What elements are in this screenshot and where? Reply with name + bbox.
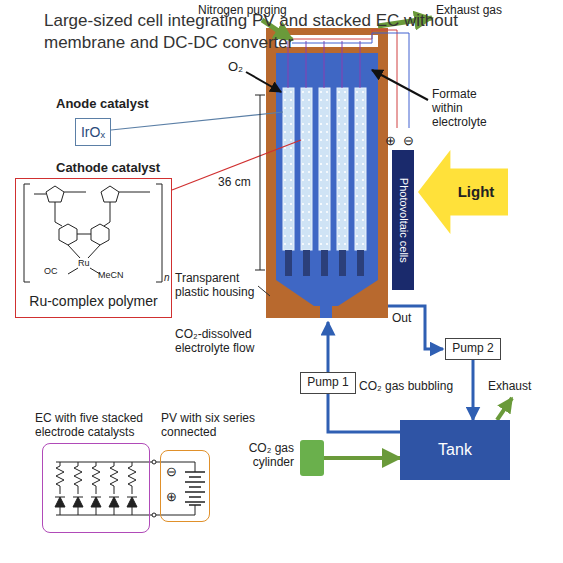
text-label: ⊖: [403, 134, 414, 149]
node-text: Ru-complex polymer: [29, 293, 157, 309]
text-label: ⊕: [385, 134, 396, 149]
text-label: O₂: [228, 60, 243, 75]
text-label: n: [164, 272, 170, 284]
pipes: [328, 306, 443, 372]
electrodes: [283, 88, 366, 276]
text-label: ⊖: [166, 465, 177, 480]
node-text: IrOₓ: [81, 124, 105, 140]
ec-schematic: [55, 460, 195, 517]
gas-arrows: [262, 18, 512, 420]
text-label: OC: [44, 266, 58, 276]
text-label: Formate within electrolyte: [432, 88, 504, 129]
text-label: CO₂-dissolved electrolyte flow: [175, 328, 295, 356]
node-box: EC with five stacked electrode catalysts: [42, 443, 150, 533]
text-label: MeCN: [98, 270, 124, 280]
node-box: Pump 1: [300, 372, 356, 394]
node-text: Photovoltaic cells: [397, 177, 410, 262]
node-text: Anode catalyst: [56, 97, 148, 112]
node-box: Anode catalystIrOₓ: [75, 118, 111, 146]
pipe-connector: [324, 456, 400, 460]
pipe-connector: [472, 360, 475, 420]
node-box: Cathode catalystRu-complex polymer: [15, 178, 172, 318]
node-text: Pump 1: [307, 376, 348, 390]
text-label: Nitrogen purging: [198, 4, 287, 18]
node-box: Pump 2: [445, 338, 501, 360]
node-box: CO₂ gas cylinder: [300, 440, 324, 476]
text-label: Ru: [78, 258, 90, 268]
text-label: Out: [392, 312, 411, 326]
node-box: Photovoltaic cells: [392, 150, 414, 290]
node-text: CO₂ gas cylinder: [228, 442, 294, 470]
node-text: EC with five stacked electrode catalysts: [35, 412, 155, 440]
text-label: Transparent plastic housing: [175, 272, 259, 300]
text-label: Exhaust gas: [436, 4, 502, 18]
text-label: ⊕: [166, 490, 177, 505]
cell-housing: [266, 28, 388, 318]
text-label: 36 cm: [218, 176, 251, 190]
node-text: PV with six series connected: [161, 412, 265, 440]
node-text: Tank: [438, 441, 472, 459]
leader-lines: [111, 112, 301, 296]
battery-symbol: [185, 472, 205, 505]
ru-complex-structure: [24, 184, 162, 282]
edge-label: CO₂ gas bubbling: [358, 380, 454, 394]
text-label: Exhaust: [488, 380, 531, 394]
node-text: Pump 2: [452, 342, 493, 356]
pipe-connector: [328, 394, 400, 432]
node-text: Cathode catalyst: [56, 161, 160, 176]
node-box: Tank: [400, 420, 510, 480]
node-box: Light: [418, 150, 508, 234]
dimension-line: [255, 95, 265, 270]
pointer-arrows: [246, 70, 428, 100]
node-text: Light: [458, 183, 495, 200]
node-box: PV with six series connected: [160, 450, 210, 522]
